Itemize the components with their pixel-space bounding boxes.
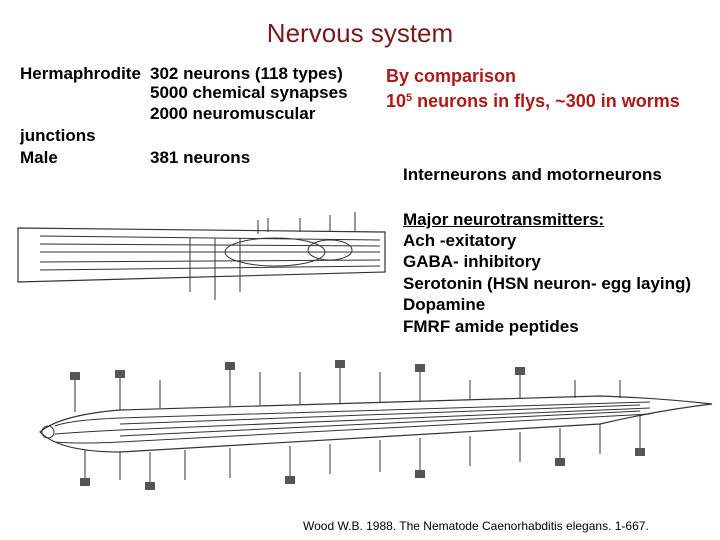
comparison-rest: neurons in flys, ~300 in worms	[412, 91, 680, 111]
citation: Wood W.B. 1988. The Nematode Caenorhabdi…	[303, 519, 649, 533]
hermaphrodite-neurons: 302 neurons (118 types)	[150, 64, 343, 83]
neurotransmitter-item: Dopamine	[403, 295, 486, 314]
male-neurons: 381 neurons	[150, 148, 251, 167]
comparison-heading: By comparison	[386, 66, 517, 86]
male-label: Male	[20, 148, 58, 167]
neurotransmitters-heading: Major neurotransmitters:	[403, 210, 605, 229]
comparison-line: 105 neurons in flys, ~300 in worms	[386, 91, 680, 112]
neuromuscular-count: 2000 neuromuscular	[150, 104, 316, 123]
comparison-exponent: 5	[406, 92, 413, 104]
interneurons-note: Interneurons and motorneurons	[403, 165, 662, 184]
neurotransmitter-item: FMRF amide peptides	[403, 317, 579, 336]
neurotransmitter-item: GABA- inhibitory	[403, 252, 541, 271]
neurotransmitter-item: Ach -exitatory	[403, 231, 517, 250]
neurotransmitter-item: Serotonin (HSN neuron- egg laying)	[403, 274, 692, 293]
junctions-label: junctions	[20, 126, 96, 145]
hermaphrodite-label: Hermaphrodite	[20, 64, 141, 83]
comparison-base: 10	[386, 91, 407, 111]
chemical-synapses: 5000 chemical synapses	[150, 83, 348, 102]
slide-title: Nervous system	[266, 18, 454, 48]
